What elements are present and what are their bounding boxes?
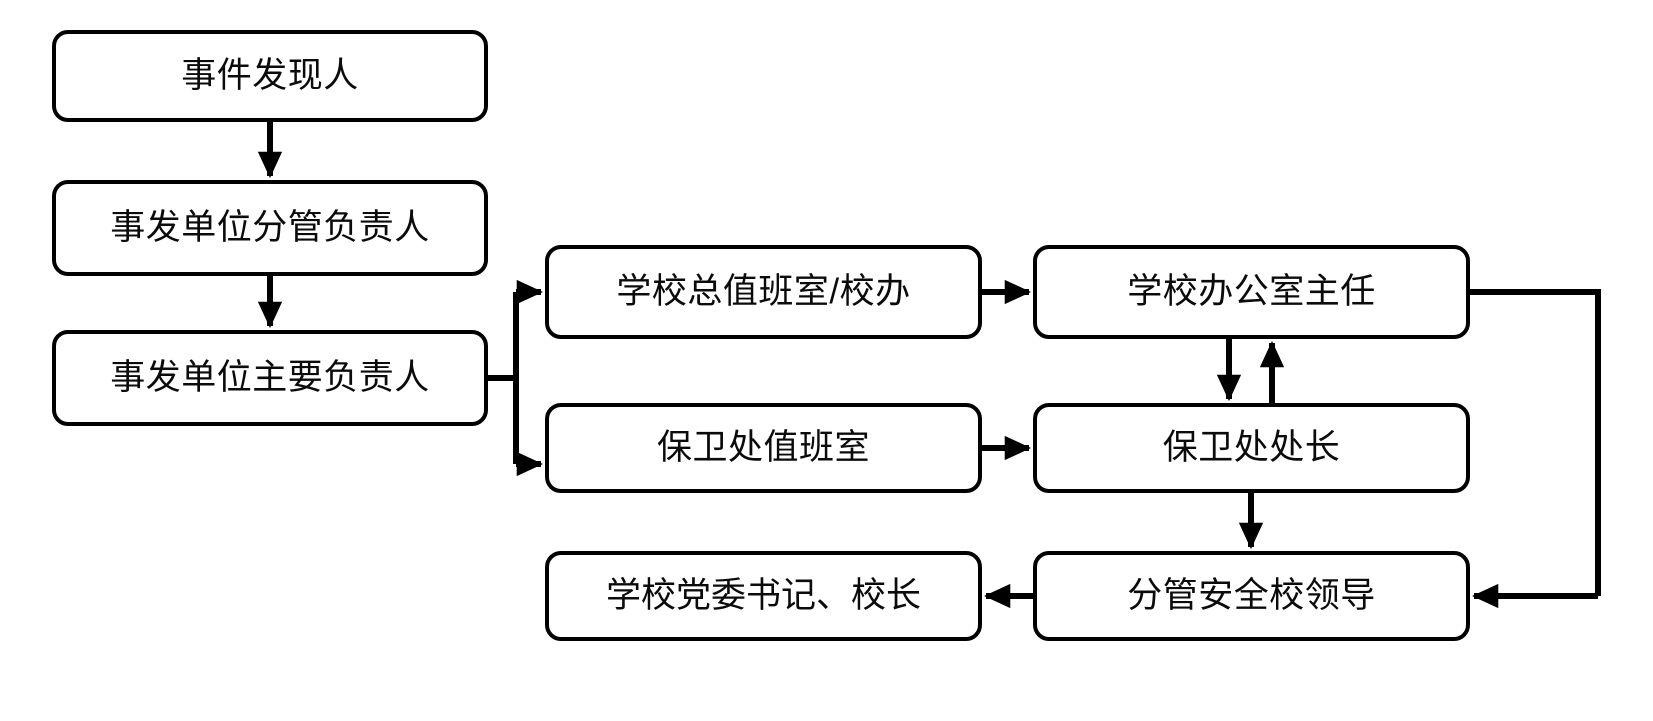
node-security-department-chief[interactable]: 保卫处处长: [1033, 403, 1470, 493]
node-label-party-secretary-president: 学校党委书记、校长: [605, 575, 921, 615]
node-label-security-duty-room: 保卫处值班室: [656, 427, 870, 467]
node-unit-chief-head[interactable]: 事发单位主要负责人: [52, 330, 488, 426]
node-label-event-discoverer: 事件发现人: [181, 55, 359, 95]
node-label-school-office-director: 学校办公室主任: [1127, 271, 1376, 311]
node-label-school-duty-room: 学校总值班室/校办: [616, 271, 911, 311]
node-unit-deputy-head[interactable]: 事发单位分管负责人: [52, 180, 488, 276]
node-safety-school-leader[interactable]: 分管安全校领导: [1033, 551, 1470, 641]
node-label-security-department-chief: 保卫处处长: [1162, 427, 1341, 467]
node-label-safety-school-leader: 分管安全校领导: [1127, 575, 1376, 615]
edge-chief-branch: [488, 279, 544, 477]
node-label-unit-deputy-head: 事发单位分管负责人: [110, 207, 430, 247]
node-label-unit-chief-head: 事发单位主要负责人: [110, 357, 430, 397]
node-school-office-director[interactable]: 学校办公室主任: [1033, 245, 1470, 339]
edge-officedirector-wraparound-to-safetyleader: [1470, 289, 1601, 609]
node-school-duty-room[interactable]: 学校总值班室/校办: [545, 245, 982, 339]
node-party-secretary-president[interactable]: 学校党委书记、校长: [545, 551, 982, 641]
node-security-duty-room[interactable]: 保卫处值班室: [545, 403, 982, 493]
node-event-discoverer[interactable]: 事件发现人: [52, 30, 488, 122]
